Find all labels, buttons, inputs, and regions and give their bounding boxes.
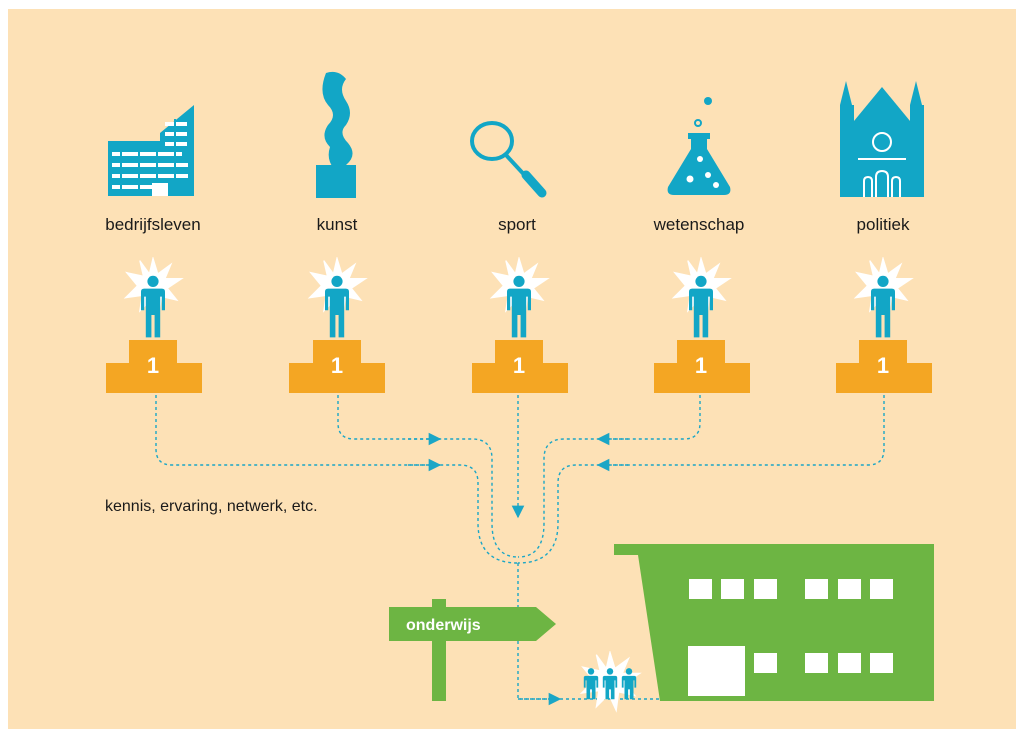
podium: 1 — [472, 340, 568, 393]
category-label: politiek — [857, 215, 910, 234]
parliament-building-icon — [840, 81, 924, 197]
diagram-svg: bedrijfsleven 1 kunst 1 — [8, 9, 1016, 729]
podium: 1 — [289, 340, 385, 393]
podium-rank: 1 — [877, 353, 889, 378]
podium-rank: 1 — [147, 353, 159, 378]
flow-note: kennis, ervaring, netwerk, etc. — [105, 498, 318, 515]
podium: 1 — [106, 340, 202, 393]
flow-line-politiek — [517, 395, 885, 564]
diagram-canvas: bedrijfsleven 1 kunst 1 — [8, 9, 1016, 729]
category-label: kunst — [317, 215, 358, 234]
signpost-board — [389, 607, 556, 641]
signpost: onderwijs — [389, 599, 556, 701]
signpost-label: onderwijs — [406, 617, 481, 634]
category-politiek: politiek 1 — [836, 81, 932, 393]
flow-line-kunst — [337, 395, 519, 558]
category-sport: sport 1 — [470, 121, 568, 393]
category-kunst: kunst 1 — [289, 71, 385, 393]
flow-lines — [155, 395, 885, 706]
podium-rank: 1 — [513, 353, 525, 378]
flow-line-bedrijfsleven — [155, 395, 519, 564]
flow-line-wetenschap — [517, 395, 701, 558]
podium: 1 — [654, 340, 750, 393]
category-label: wetenschap — [653, 215, 745, 234]
school-building-icon — [614, 544, 934, 701]
category-label: bedrijfsleven — [105, 215, 200, 234]
podium-rank: 1 — [331, 353, 343, 378]
podium-rank: 1 — [695, 353, 707, 378]
category-wetenschap: wetenschap 1 — [653, 97, 750, 393]
podium: 1 — [836, 340, 932, 393]
category-bedrijfsleven: bedrijfsleven 1 — [105, 105, 202, 393]
category-label: sport — [498, 215, 536, 234]
office-building-icon — [108, 105, 194, 196]
flask-icon — [667, 97, 731, 195]
racket-icon — [470, 121, 547, 198]
sculpture-icon — [316, 71, 356, 198]
